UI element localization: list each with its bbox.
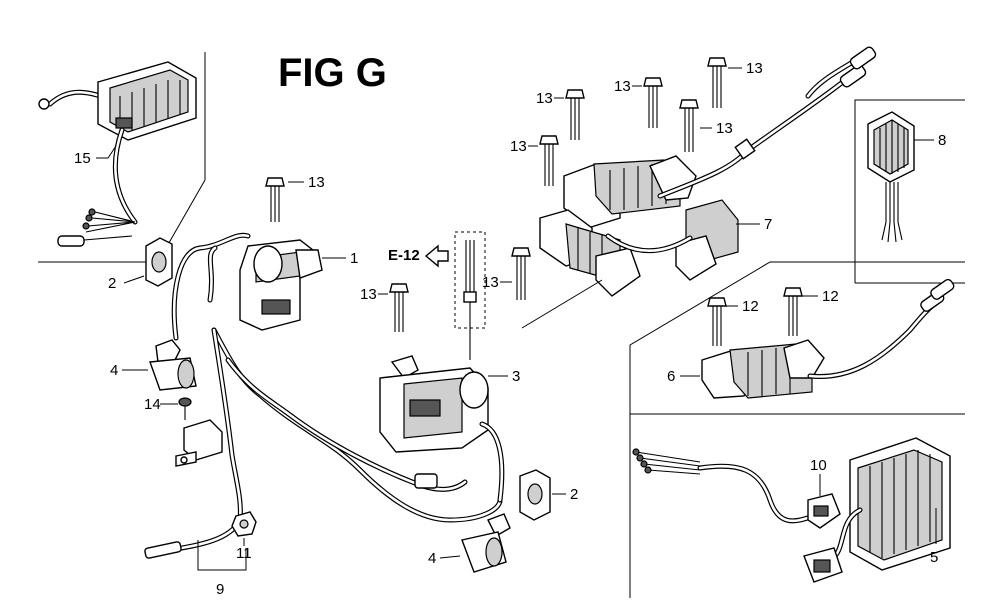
leader-2-left xyxy=(123,275,145,284)
spark-plug-cap-4-bottom xyxy=(461,513,511,573)
regulator-rectifier-5 xyxy=(632,437,951,583)
screw-14 xyxy=(178,397,192,420)
grommet-2-left xyxy=(145,237,173,287)
harness-relay xyxy=(175,419,223,467)
callout-11: 11 xyxy=(236,545,252,562)
bolt-13-g xyxy=(539,135,559,186)
callout-13-f: 13 xyxy=(716,120,733,137)
callout-13-e: 13 xyxy=(746,60,763,77)
bolt-13-d xyxy=(643,77,663,128)
charge-coil-7 xyxy=(539,46,877,297)
spark-plug-cap-4-left xyxy=(149,339,197,391)
ignition-coil-1 xyxy=(239,239,323,331)
callout-13-c: 13 xyxy=(536,90,553,107)
bolt-13-f xyxy=(679,99,699,152)
callout-5: 5 xyxy=(930,549,938,566)
stud-dashed xyxy=(454,231,486,360)
ignition-coil-3 xyxy=(379,355,505,503)
bolt-12-b xyxy=(783,287,803,336)
callout-9: 9 xyxy=(216,581,224,598)
callout-6: 6 xyxy=(667,368,675,385)
callout-8: 8 xyxy=(938,132,946,149)
regulator-assembly-15 xyxy=(38,61,197,247)
reference-arrow-icon xyxy=(424,244,449,268)
callout-13-b: 13 xyxy=(360,286,377,303)
bolt-13-b xyxy=(389,283,409,332)
callout-13-g: 13 xyxy=(510,138,527,155)
callout-13-a: 13 xyxy=(308,174,325,191)
charge-coil-6 xyxy=(701,278,955,399)
bolt-13-h xyxy=(511,247,531,300)
leader-7-link xyxy=(521,279,603,329)
grommet-2-middle xyxy=(519,469,551,521)
reference-label: E-12 xyxy=(388,247,420,264)
callout-10: 10 xyxy=(810,457,827,474)
callout-14: 14 xyxy=(144,396,161,413)
callout-7: 7 xyxy=(764,216,772,233)
callout-12-b: 12 xyxy=(822,288,839,305)
callout-13-d: 13 xyxy=(614,78,631,95)
figure-title: FIG G xyxy=(278,51,387,95)
callout-15: 15 xyxy=(74,150,91,167)
panel-dividers xyxy=(38,52,965,598)
bolt-13-c xyxy=(565,89,585,140)
callout-13-h: 13 xyxy=(482,274,499,291)
callout-12-a: 12 xyxy=(742,298,759,315)
leader-15 xyxy=(96,145,117,159)
wire-harness-9 xyxy=(144,232,503,559)
bolt-13-e xyxy=(707,57,727,108)
regulator-8 xyxy=(867,111,915,243)
nut-11 xyxy=(231,511,257,537)
callout-1: 1 xyxy=(350,250,358,267)
callout-4-left: 4 xyxy=(110,362,118,379)
callout-2-middle: 2 xyxy=(570,486,578,503)
bolt-13-a xyxy=(265,177,285,222)
bolt-12-a xyxy=(707,297,727,346)
leader-9 xyxy=(197,540,247,571)
callout-2-left: 2 xyxy=(108,275,116,292)
leader-4-bottom xyxy=(439,555,461,559)
callout-3: 3 xyxy=(512,368,520,385)
callout-4-bottom: 4 xyxy=(428,550,436,567)
